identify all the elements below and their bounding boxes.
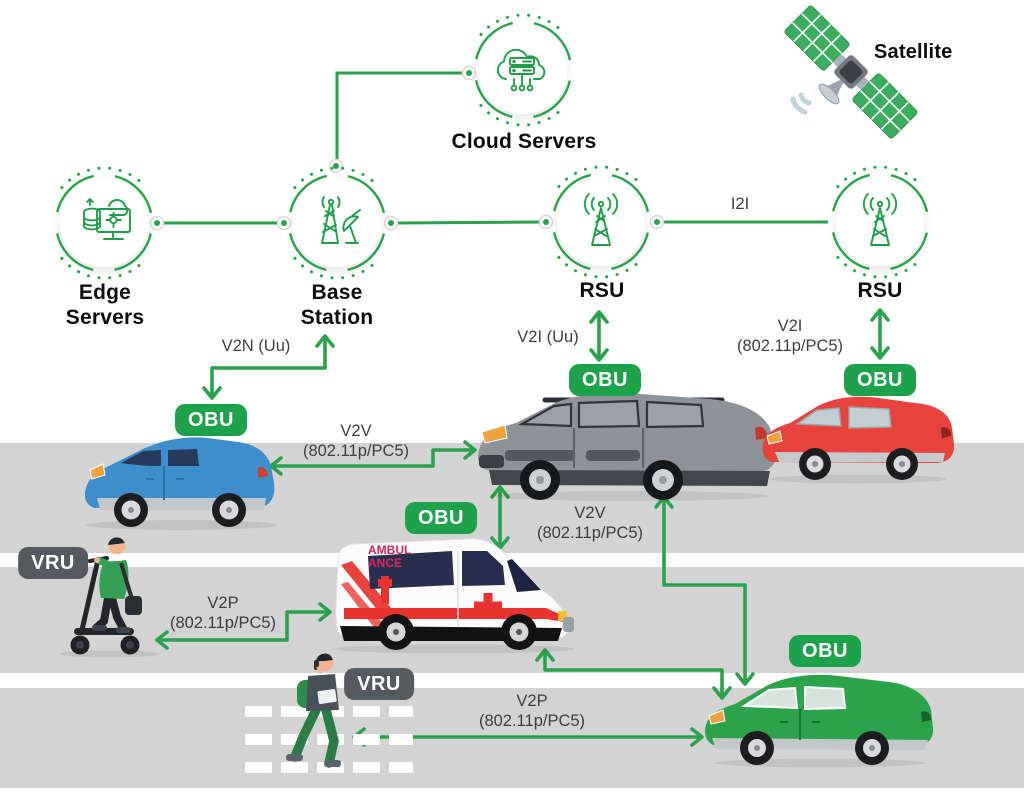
car-suv — [478, 393, 776, 501]
rsu-antenna-icon — [583, 193, 619, 246]
edge-servers-icon — [83, 198, 131, 240]
node-rsu-right — [830, 165, 930, 279]
node-edge-servers — [54, 166, 154, 280]
rsu-left-label: RSU — [579, 279, 625, 302]
v2p-scooter-arrow — [155, 602, 332, 650]
crosswalk — [245, 706, 413, 773]
ambulance: AMBUL ANCE — [335, 538, 575, 654]
v2p-scooter-label: V2P(802.11p/PC5) — [169, 594, 277, 633]
cloud-servers-label: Cloud Servers — [451, 130, 597, 153]
v2x-arrows — [155, 308, 890, 747]
rsu-right-label: RSU — [857, 279, 903, 302]
obu-badge-suv: OBU — [569, 364, 641, 396]
car-red — [762, 396, 955, 484]
v2v-cross-label: V2V(802.11p/PC5) — [536, 504, 644, 543]
v2i-uu-arrow — [589, 310, 609, 362]
ambulance-marking-line1: AMBUL — [368, 543, 411, 557]
obu-badge-blue-car: OBU — [175, 404, 247, 436]
v2i-uu-label: V2I (Uu) — [517, 328, 579, 346]
ambulance-marking-line2: ANCE — [368, 556, 402, 570]
node-cloud-servers — [473, 13, 573, 127]
link-base-cloud — [335, 71, 465, 164]
car-green — [705, 674, 934, 768]
i2i-label: I2I — [730, 195, 750, 213]
satellite-label: Satellite — [874, 41, 953, 63]
pedestrian — [286, 653, 341, 768]
obu-badge-ambulance: OBU — [405, 502, 477, 534]
satellite-icon — [784, 5, 918, 139]
vru-badge-pedestrian: VRU — [344, 668, 414, 700]
v2v-suv-greencar-arrow — [654, 495, 755, 686]
base-station-icon — [321, 196, 361, 244]
v2i-pc5-arrow — [870, 308, 890, 360]
car-blue — [84, 437, 278, 530]
link-junction-dots — [149, 65, 665, 231]
v2i-pc5-label: V2I(802.11p/PC5) — [736, 317, 844, 356]
vru-badge-scooter: VRU — [18, 547, 88, 579]
node-rsu-left — [551, 165, 651, 279]
cloud-servers-icon — [496, 48, 546, 92]
obu-badge-green-car: OBU — [789, 635, 861, 667]
backbone-links — [163, 71, 828, 225]
base-station-label: Base Station — [300, 281, 374, 329]
scooter-rider — [60, 537, 160, 658]
v2v-front-label: V2V(802.11p/PC5) — [302, 422, 410, 461]
rsu-antenna-icon — [862, 193, 898, 246]
edge-servers-label: Edge Servers — [65, 281, 145, 329]
node-base-station — [287, 166, 387, 280]
node-circles — [54, 13, 930, 280]
v2p-pedestrian-label: V2P(802.11p/PC5) — [478, 692, 586, 731]
v2v-suv-ambulance-arrow — [490, 485, 510, 550]
link-base-rsu — [395, 220, 543, 225]
obu-badge-red-car: OBU — [844, 364, 916, 396]
v2n-arrow — [202, 334, 335, 400]
v2v-ambulance-greencar-arrow — [535, 648, 732, 700]
v2n-label: V2N (Uu) — [221, 337, 291, 355]
